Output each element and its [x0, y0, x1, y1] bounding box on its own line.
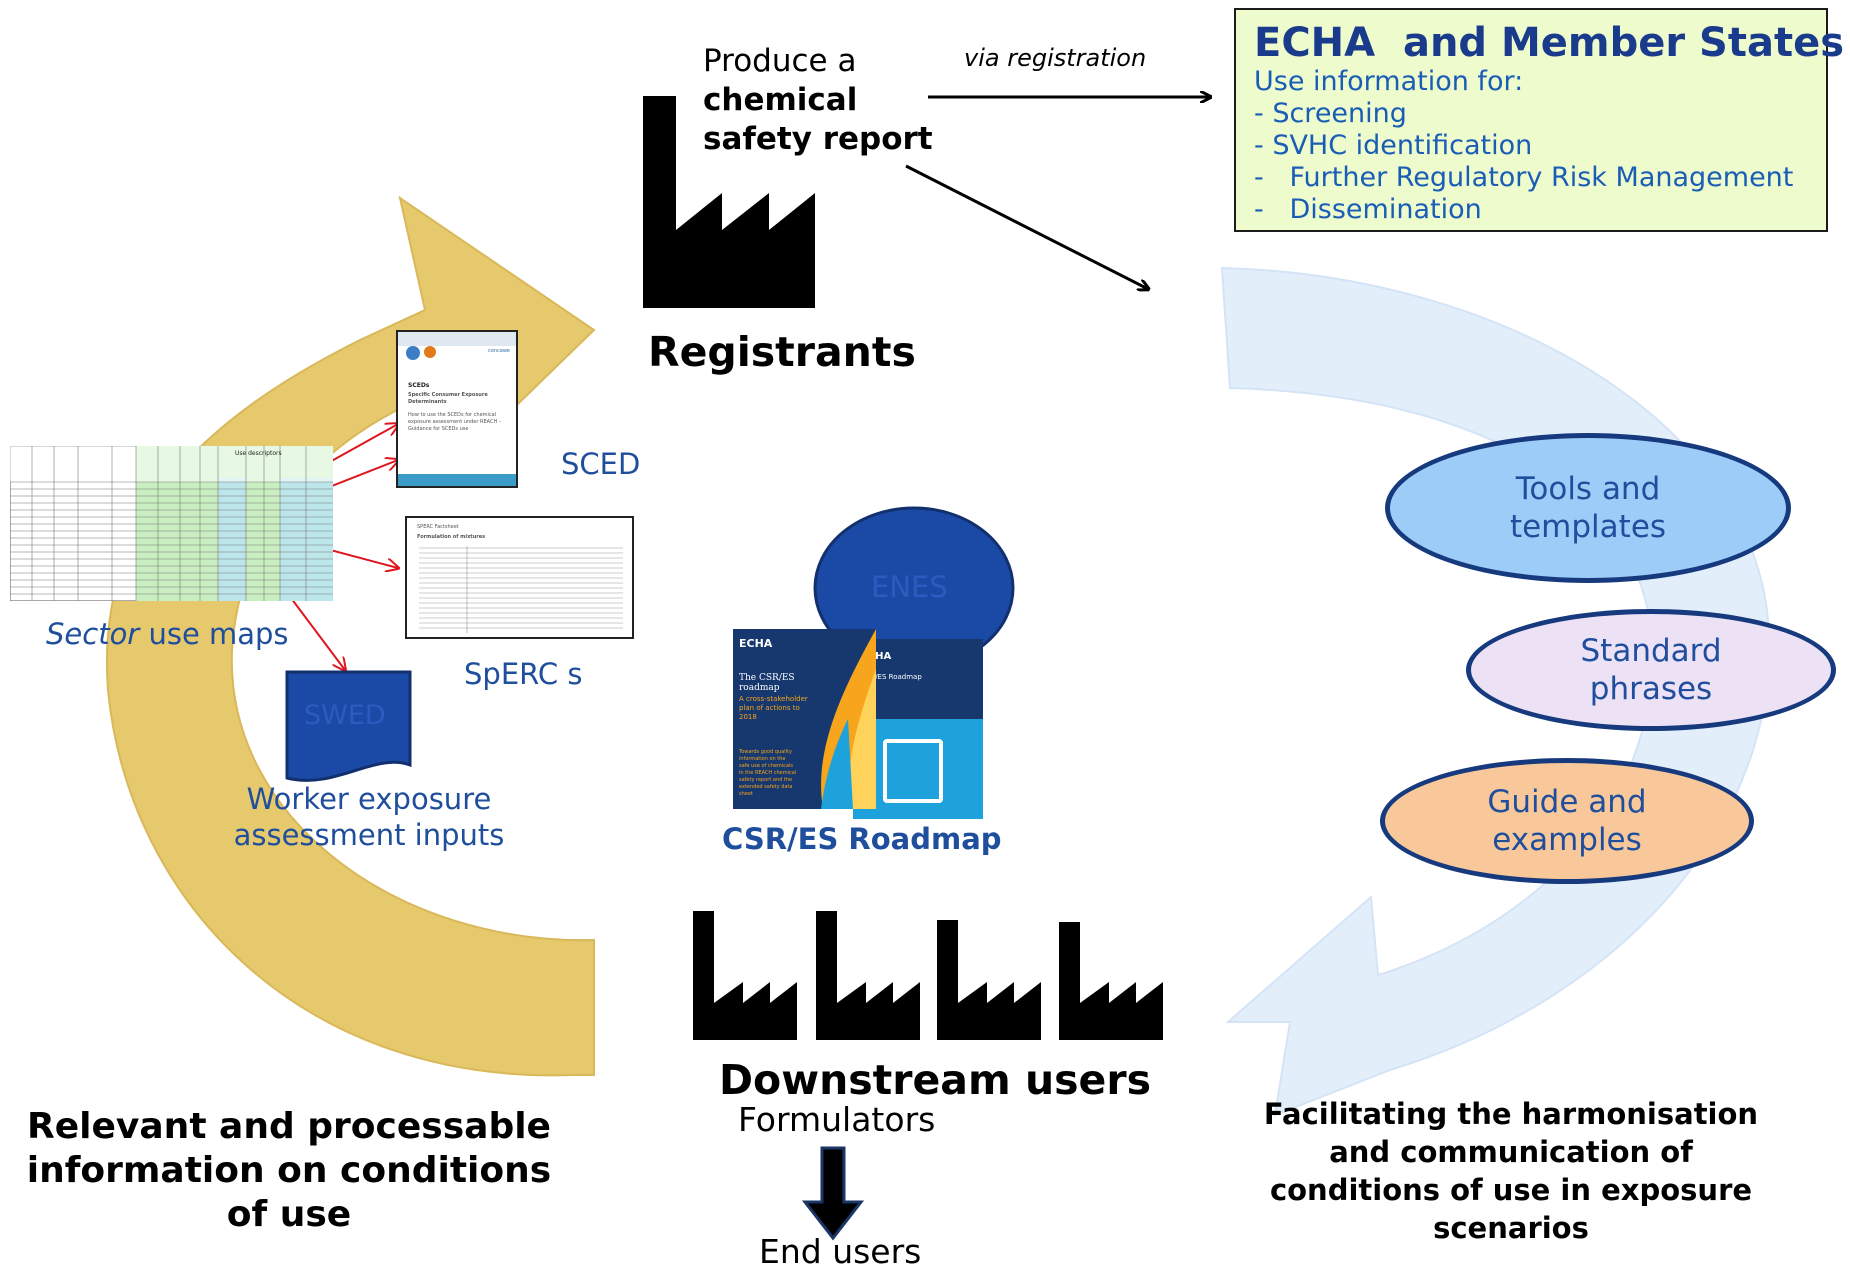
end-users-label: End users	[759, 1232, 922, 1271]
produce-line-1: Produce a	[703, 43, 857, 79]
right-bottom-caption: Facilitating the harmonisation and commu…	[1222, 1095, 1800, 1247]
roadmap-caption: CSR/ES Roadmap	[722, 822, 1002, 856]
roadmap-title: The CSR/ES roadmap	[739, 673, 795, 693]
sector-italic-text: Sector	[46, 617, 140, 651]
roadmap-back-title: CSR/ES Roadmap	[861, 673, 922, 681]
sced-logo-icon-2	[424, 346, 436, 358]
factory-icon	[937, 920, 1041, 1040]
standard-phrases-ellipse: Standard phrases	[1466, 609, 1836, 731]
factory-icon	[693, 911, 797, 1040]
roadmap-body: Towards good quality information on the …	[739, 749, 797, 797]
sperc-doc-subtitle: Formulation of mixtures	[417, 534, 486, 540]
factory-icon	[816, 911, 920, 1040]
echa-line-0: Use information for:	[1254, 66, 1524, 97]
tools-line-1: Tools and	[1515, 471, 1661, 507]
produce-line-3: safety report	[703, 121, 933, 157]
worker-line-1: Worker exposure	[246, 782, 492, 816]
echa-member-states-box: ECHA and Member States Use information f…	[1234, 8, 1844, 232]
down-arrow	[801, 1146, 865, 1241]
left-bottom-caption: Relevant and processable information on …	[0, 1105, 578, 1237]
worker-line-2: assessment inputs	[233, 818, 505, 852]
sced-doc-title: SCEDs	[408, 382, 430, 389]
echa-line-3: - Further Regulatory Risk Management	[1254, 162, 1794, 193]
sced-logo-icon	[406, 346, 420, 360]
left-caption-line-2: information on conditions	[26, 1150, 552, 1191]
right-caption-line-3: conditions of use in exposure	[1269, 1173, 1753, 1207]
left-caption-line-3: of use	[226, 1194, 352, 1235]
use-map-header: Use descriptors	[235, 450, 282, 457]
roadmap-front-art	[821, 629, 876, 809]
registrant-factory-icon	[643, 96, 815, 308]
standard-line-1: Standard	[1580, 633, 1722, 669]
echa-box-title: ECHA and Member States	[1254, 20, 1844, 66]
sperc-label: SpERC s	[464, 657, 583, 691]
produce-line-2: chemical	[703, 82, 858, 118]
echa-line-4: - Dissemination	[1254, 194, 1482, 225]
echa-line-1: - Screening	[1254, 98, 1407, 129]
downstream-users-label: Downstream users	[719, 1056, 1151, 1104]
sector-rest-text: use maps	[139, 617, 289, 651]
tools-line-2: templates	[1509, 509, 1667, 545]
sperc-document: SPERC Factsheet Formulation of mixtures	[405, 516, 634, 639]
swed-document-shape	[285, 670, 412, 782]
sperc-doc-lines	[419, 546, 623, 633]
roadmap-echa-logo: ECHA	[739, 637, 773, 650]
echa-line-2: - SVHC identification	[1254, 130, 1533, 161]
roadmap-subtitle: A cross-stakeholder plan of actions to 2…	[739, 695, 808, 721]
sced-doc-subtitle: Specific Consumer Exposure Determinants	[408, 392, 488, 405]
report-to-downstream-arrow	[905, 164, 1148, 289]
roadmap-back-echa: ECHA	[861, 651, 892, 662]
csr-es-roadmap-cover: ECHA CSR/ES Roadmap ECHA The CSR/ES road…	[733, 629, 983, 819]
sector-use-map-table: Use descriptors	[9, 445, 334, 602]
right-caption-line-2: and communication of	[1329, 1135, 1693, 1169]
guide-examples-ellipse: Guide and examples	[1380, 758, 1754, 884]
factory-icon	[1059, 922, 1163, 1040]
right-caption-line-1: Facilitating the harmonisation	[1263, 1097, 1759, 1131]
formulators-label: Formulators	[738, 1100, 936, 1139]
sector-use-maps-label: Sector use maps	[46, 617, 289, 651]
worker-exposure-label: Worker exposure assessment inputs	[224, 781, 514, 853]
swed-label: SWED	[304, 700, 386, 731]
standard-line-2: phrases	[1589, 671, 1713, 707]
use-map-grid: Use descriptors	[9, 445, 334, 602]
sced-document: concawe SCEDs Specific Consumer Exposure…	[396, 330, 518, 488]
produce-report-label: Produce a chemical safety report	[703, 42, 933, 159]
tools-templates-ellipse: Tools and templates	[1385, 433, 1791, 583]
sced-label: SCED	[561, 447, 641, 481]
registrants-label: Registrants	[648, 328, 916, 376]
guide-line-2: examples	[1492, 822, 1642, 858]
enes-label: ENES	[871, 570, 948, 604]
via-registration-label: via registration	[964, 44, 1147, 72]
roadmap-document-icon	[883, 739, 943, 803]
right-caption-line-4: scenarios	[1433, 1211, 1589, 1245]
guide-line-1: Guide and	[1487, 784, 1647, 820]
downstream-factories	[693, 911, 1163, 1040]
roadmap-front-cover: ECHA The CSR/ES roadmap A cross-stakehol…	[733, 629, 876, 809]
sperc-doc-title: SPERC Factsheet	[417, 524, 459, 530]
sced-logo-text: concawe	[488, 348, 510, 354]
left-caption-line-1: Relevant and processable	[27, 1106, 551, 1147]
sced-doc-body: How to use the SCEDs for chemical exposu…	[408, 412, 502, 432]
